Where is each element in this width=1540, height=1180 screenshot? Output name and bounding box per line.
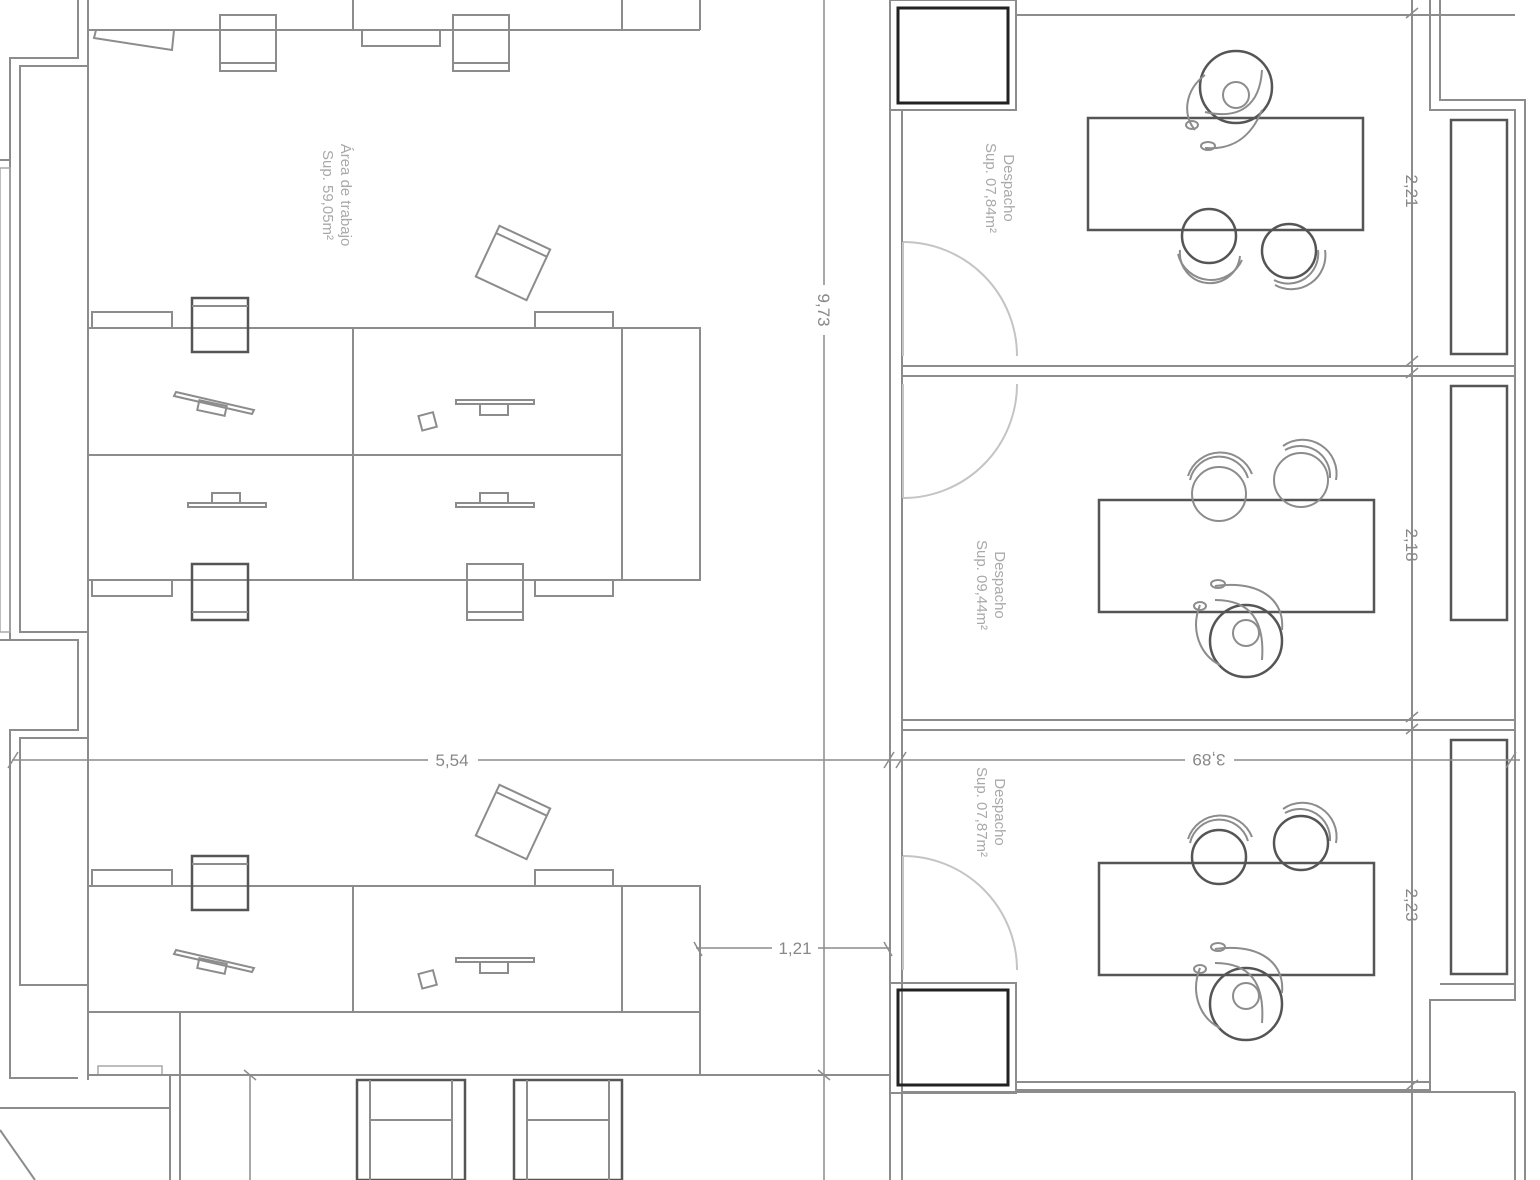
dim-office-3-depth: 2,23 [1402,888,1421,921]
room-name: Despacho [1000,154,1017,222]
desk-cluster-1 [87,224,701,622]
cabinet [1449,384,1509,622]
room-label-office-3: Despacho Sup. 07,87m² [973,767,1008,857]
dim-office-2-depth: 2,18 [1402,528,1421,561]
office-1 [902,49,1509,357]
desk-cluster-2 [87,783,701,1076]
room-surface: Sup. 07,84m² [982,143,999,233]
chair [190,854,250,912]
room-name: Área de trabajo [337,144,354,247]
door-swing [902,241,1018,357]
room-name: Despacho [991,778,1008,846]
office-2 [902,383,1509,679]
room-surface: Sup. 07,87m² [973,767,990,857]
desk [1086,116,1365,232]
chair [190,296,250,354]
room-label-work-area: Área de trabajo Sup. 59,05m² [319,144,354,247]
room-surface: Sup. 59,05m² [319,150,336,240]
chair [466,563,524,621]
dim-office-1-depth: 2,21 [1402,174,1421,207]
room-label-office-1: Despacho Sup. 07,84m² [982,143,1017,233]
office-3 [902,738,1509,1042]
dim-width-left: 5,54 [435,751,468,770]
desk [1097,498,1376,614]
room-label-office-2: Despacho Sup. 09,44m² [973,540,1008,630]
room-name: Despacho [991,551,1008,619]
dimension-lines [7,0,1520,1180]
cabinet [1449,118,1509,356]
desk [1097,861,1376,977]
cabinet [1449,738,1509,976]
chair [190,562,250,622]
dim-height-total: 9,73 [814,293,833,326]
dim-width-right: 3,89 [1192,750,1225,769]
room-surface: Sup. 09,44m² [973,540,990,630]
top-furniture [92,14,510,72]
door-swing [902,855,1018,971]
dim-corridor: 1,21 [778,939,811,958]
door-swing [902,383,1018,499]
